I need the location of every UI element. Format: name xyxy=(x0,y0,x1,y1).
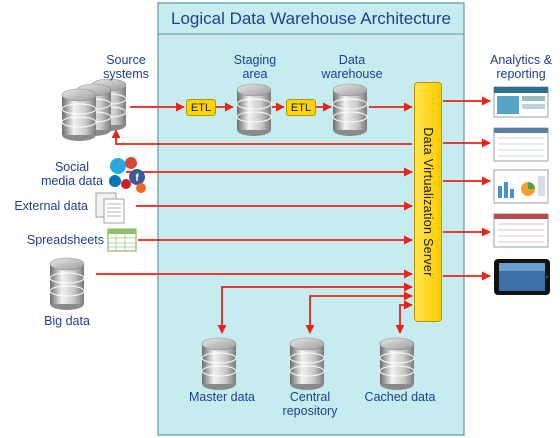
twitter-icon xyxy=(110,158,126,174)
source-systems-label: Source systems xyxy=(98,53,154,81)
analytics-reporting-label: Analytics & reporting xyxy=(485,53,557,81)
label-line: warehouse xyxy=(321,67,383,81)
label-line: Central xyxy=(289,390,331,404)
data-warehouse-label: Data warehouse xyxy=(318,53,386,81)
tablet-icon xyxy=(494,259,550,295)
svg-text:f: f xyxy=(135,173,139,184)
diagram-title: Logical Data Warehouse Architecture xyxy=(170,9,452,28)
data-virtualization-server-label: Data Virtualization Server xyxy=(421,127,435,277)
cached-data-database-icon xyxy=(379,337,415,391)
staging-area-label: Staging area xyxy=(228,53,282,81)
label-line: repository xyxy=(282,404,338,418)
central-repository-label: Central repository xyxy=(276,390,344,418)
label-line: systems xyxy=(103,67,149,81)
data-warehouse-database-icon xyxy=(332,83,368,137)
spreadsheet-icon xyxy=(107,228,137,252)
label-line: Staging xyxy=(233,53,277,67)
big-data-database-icon xyxy=(49,257,85,311)
facebook-icon xyxy=(129,169,145,185)
report-screenshot-icon xyxy=(493,213,549,248)
google-plus-icon xyxy=(125,157,137,169)
label-line: Social xyxy=(54,160,90,174)
report-screenshot-icon xyxy=(493,169,549,204)
label-line: area xyxy=(242,67,268,81)
arrows xyxy=(96,96,491,334)
etl-box: ETL xyxy=(286,99,316,116)
master-data-database-icon xyxy=(201,337,237,391)
label-line: media data xyxy=(41,174,103,188)
data-virtualization-server: Data Virtualization Server xyxy=(414,82,442,322)
central-repository-database-icon xyxy=(289,337,325,391)
rss-icon xyxy=(136,183,146,193)
document-icon xyxy=(95,192,125,224)
pinterest-icon xyxy=(121,179,131,189)
big-data-label: Big data xyxy=(44,314,90,328)
master-data-label: Master data xyxy=(188,390,255,404)
social-media-label: Social media data xyxy=(38,160,106,188)
social-media-icons: f xyxy=(109,157,146,193)
label-line: reporting xyxy=(496,67,546,81)
label-line: Source xyxy=(106,53,146,67)
report-screenshot-icon xyxy=(493,86,549,118)
external-data-label: External data xyxy=(14,199,88,213)
report-screenshot-icon xyxy=(493,127,549,162)
spreadsheets-label: Spreadsheets xyxy=(26,233,104,247)
staging-area-database-icon xyxy=(236,83,272,137)
etl-box: ETL xyxy=(186,99,216,116)
cached-data-label: Cached data xyxy=(364,390,436,404)
label-line: Analytics & xyxy=(490,53,552,67)
label-line: Data xyxy=(338,53,366,67)
linkedin-icon xyxy=(109,175,121,187)
